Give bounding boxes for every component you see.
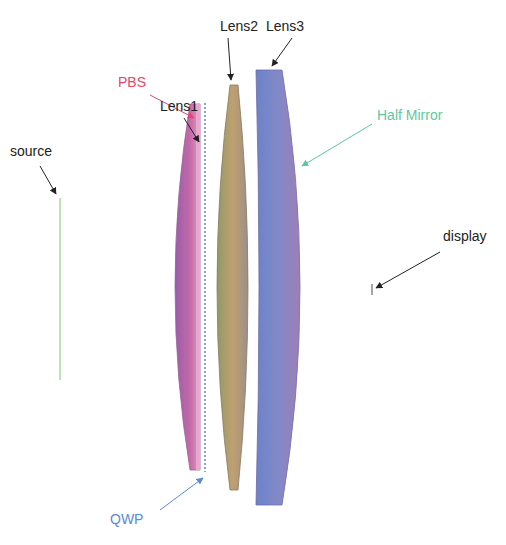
part-label: Half Mirror (377, 107, 442, 123)
part-label: Lens3 (266, 18, 304, 34)
part-label: Lens2 (220, 18, 258, 34)
part-label: source (10, 143, 52, 159)
part-label: PBS (118, 74, 146, 90)
part-label: Lens1 (160, 98, 198, 114)
part-label: QWP (110, 511, 143, 527)
part-label: display (443, 228, 487, 244)
